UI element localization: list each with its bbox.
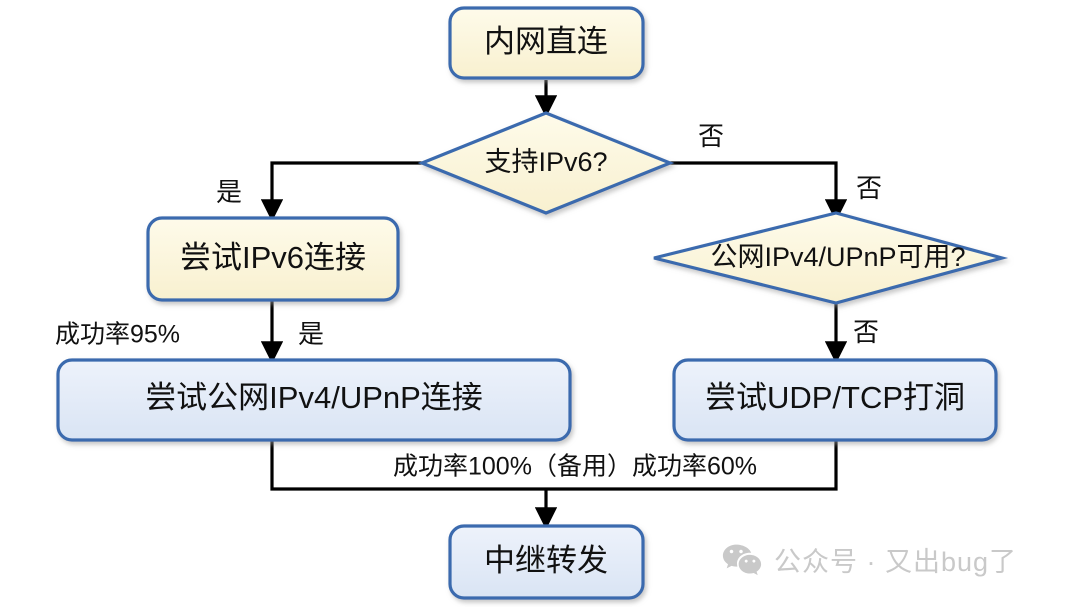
rate-label-ipv6: 成功率95%: [55, 321, 180, 349]
node-try-ipv6-shape: [146, 216, 400, 302]
edge-label-ipv6-no-top: 否: [698, 121, 724, 151]
edge-label-ipv4-yes: 是: [298, 319, 324, 349]
edge-ipv6-question-no: [670, 161, 848, 222]
watermark-text: 公众号 · 又出bug了: [774, 547, 1018, 577]
edge-label-ipv4-no: 否: [853, 317, 879, 347]
wechat-icon: [722, 543, 762, 577]
edge-label-ipv6-yes: 是: [216, 177, 242, 207]
edge-ipv6-question-yes: [260, 161, 422, 222]
node-try-hole-label: 尝试UDP/TCP打洞: [705, 380, 965, 415]
node-try-ipv4-label: 尝试公网IPv4/UPnP连接: [145, 380, 483, 415]
edge-label-ipv6-no-right: 否: [856, 173, 882, 203]
node-ipv6-question-shape: [417, 111, 675, 215]
node-try-hole-shape: [672, 358, 998, 442]
node-ipv6-question-label: 支持IPv6?: [484, 147, 607, 177]
node-ipv4-question[interactable]: 公网IPv4/UPnP可用?: [653, 211, 1009, 305]
node-start[interactable]: 内网直连: [448, 6, 645, 80]
node-try-ipv6-label: 尝试IPv6连接: [180, 240, 366, 275]
node-start-shape: [448, 6, 645, 80]
node-try-ipv4[interactable]: 尝试公网IPv4/UPnP连接: [56, 358, 572, 442]
node-relay-shape: [448, 524, 645, 600]
node-try-ipv6[interactable]: 尝试IPv6连接: [146, 216, 400, 302]
node-start-label: 内网直连: [484, 24, 608, 59]
edge-try-hole-to-merge: [546, 440, 838, 491]
connectors: [260, 80, 848, 530]
node-ipv4-question-label: 公网IPv4/UPnP可用?: [710, 242, 965, 272]
node-relay-label: 中继转发: [484, 543, 608, 578]
rate-label-ipv4: 成功率100%（备用）: [393, 453, 632, 481]
watermark: 公众号 · 又出bug了: [722, 540, 1017, 579]
rate-label-hole: 成功率60%: [632, 453, 757, 481]
node-ipv6-question[interactable]: 支持IPv6?: [417, 111, 675, 215]
node-try-hole[interactable]: 尝试UDP/TCP打洞: [672, 358, 998, 442]
node-relay[interactable]: 中继转发: [448, 524, 645, 600]
node-try-ipv4-shape: [56, 358, 572, 442]
edge-try-ipv4-to-merge: [270, 440, 546, 491]
node-ipv4-question-shape: [653, 211, 1009, 305]
